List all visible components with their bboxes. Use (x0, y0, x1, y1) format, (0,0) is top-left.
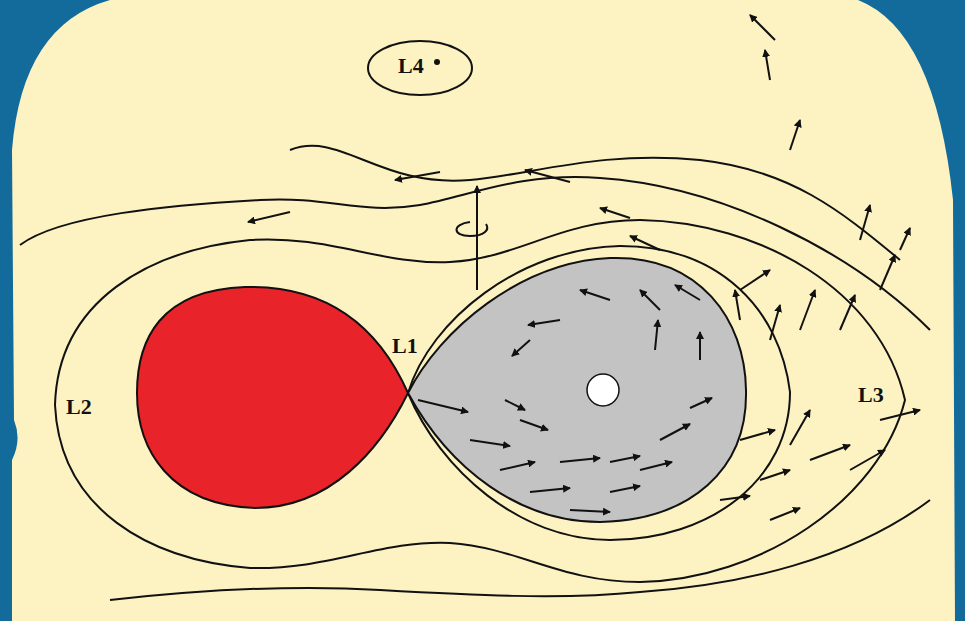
flow-arrow (880, 255, 895, 290)
flow-arrow (630, 236, 660, 250)
potential-region (12, 0, 955, 621)
flow-arrow (675, 285, 700, 300)
accretor-lobe (408, 258, 746, 522)
flow-arrow (740, 270, 770, 290)
lagrange-point-label: L2 (66, 396, 92, 418)
flow-arrow (760, 470, 790, 480)
flow-arrow (570, 510, 610, 512)
lagrange-point-label: L1 (392, 335, 418, 357)
flow-arrow (699, 332, 701, 360)
flow-arrow (740, 430, 775, 440)
flow-arrow (600, 208, 630, 218)
flow-arrow (735, 290, 740, 320)
flow-arrow (525, 170, 570, 182)
l4-point (434, 59, 440, 65)
flow-arrow (640, 290, 660, 310)
flow-arrow (530, 488, 570, 492)
equipotential-contours (20, 41, 930, 600)
lagrange-point-label: L3 (858, 384, 884, 406)
flow-arrow (520, 420, 548, 430)
rotation-axis (457, 186, 488, 290)
flow-arrow (790, 410, 810, 445)
flow-arrows (248, 15, 920, 520)
flow-arrow (690, 398, 712, 408)
flow-arrow (470, 440, 510, 446)
flow-arrow (580, 290, 610, 300)
flow-arrow (770, 305, 780, 340)
flow-arrow (418, 400, 468, 412)
flow-arrow (750, 15, 775, 40)
flow-arrow (610, 456, 640, 462)
flow-arrow (770, 508, 800, 520)
flow-arrow (248, 212, 290, 222)
flow-arrow (850, 450, 885, 470)
compact-star (587, 374, 619, 406)
flow-arrow (512, 340, 530, 356)
flow-arrow (880, 410, 920, 420)
flow-arrow (640, 462, 672, 470)
flow-arrow (660, 424, 690, 440)
flow-arrow (900, 228, 910, 250)
flow-arrow (395, 172, 440, 180)
flow-arrow (528, 320, 560, 325)
flow-arrow (840, 295, 855, 330)
flow-arrow (765, 50, 770, 80)
flow-arrow (505, 400, 525, 410)
flow-arrow (655, 320, 658, 350)
flow-arrow (860, 205, 870, 240)
flow-arrow (810, 445, 850, 460)
donor-star-lobe (137, 287, 408, 508)
flow-arrow (790, 120, 800, 150)
flow-arrow (720, 496, 750, 500)
flow-arrow (800, 290, 815, 330)
flow-arrow (500, 462, 535, 470)
lagrange-point-label: L4 (398, 55, 424, 77)
flow-arrow (560, 458, 600, 462)
flow-arrow (610, 486, 640, 492)
